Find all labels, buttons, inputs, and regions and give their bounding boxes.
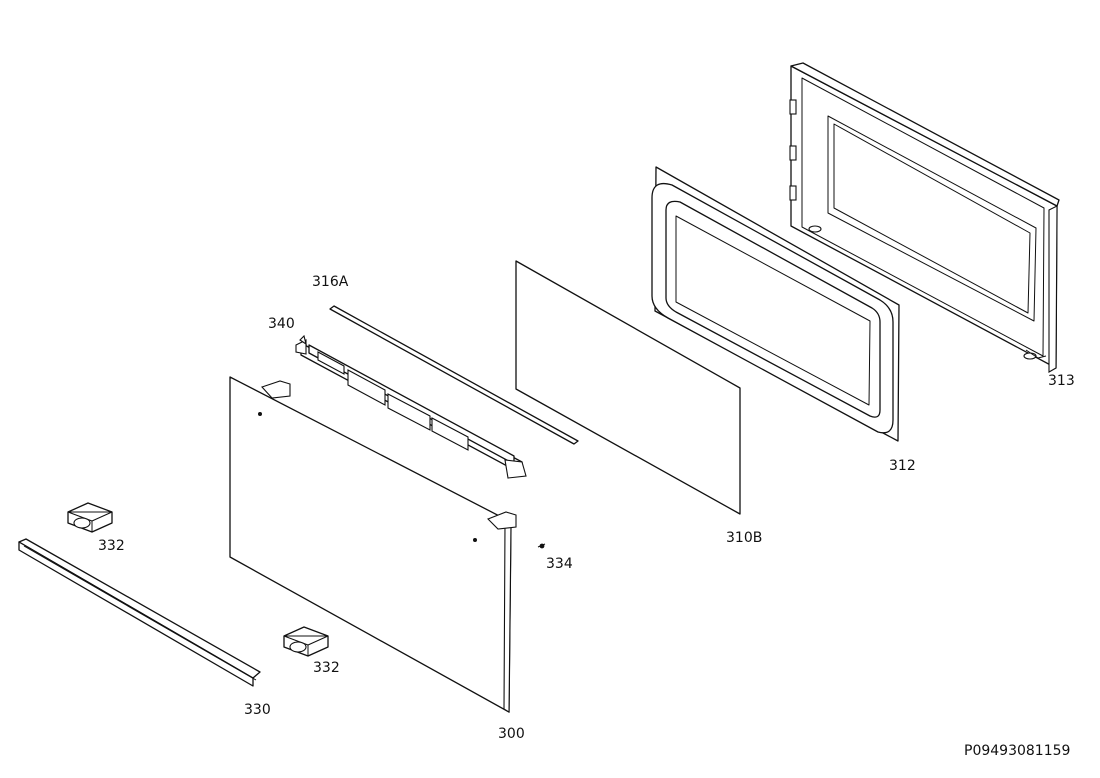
- part-312-gasket-frame: [651, 166, 900, 442]
- label-part-300: 300: [498, 726, 525, 742]
- drawing-code: P09493081159: [964, 743, 1071, 759]
- part-332-clip-lower: [283, 626, 329, 657]
- part-340-rail-assembly: [295, 334, 527, 479]
- label-part-312: 312: [889, 458, 916, 474]
- part-310b-glass-panel: [515, 260, 741, 515]
- label-part-332-lower: 332: [313, 660, 340, 676]
- part-313-rear-frame: [789, 62, 1060, 373]
- part-332-clip-upper: [67, 502, 113, 533]
- part-300-front-door: [229, 376, 517, 713]
- label-part-316a: 316A: [312, 274, 349, 290]
- part-334-screw: [537, 543, 546, 549]
- label-part-334: 334: [546, 556, 573, 572]
- label-part-313: 313: [1048, 373, 1075, 389]
- label-part-332-upper: 332: [98, 538, 125, 554]
- label-part-340: 340: [268, 316, 295, 332]
- part-330-handle-bar: [18, 538, 261, 687]
- part-316a-seal-strip: [329, 305, 579, 445]
- label-part-310b: 310B: [726, 530, 763, 546]
- label-part-330: 330: [244, 702, 271, 718]
